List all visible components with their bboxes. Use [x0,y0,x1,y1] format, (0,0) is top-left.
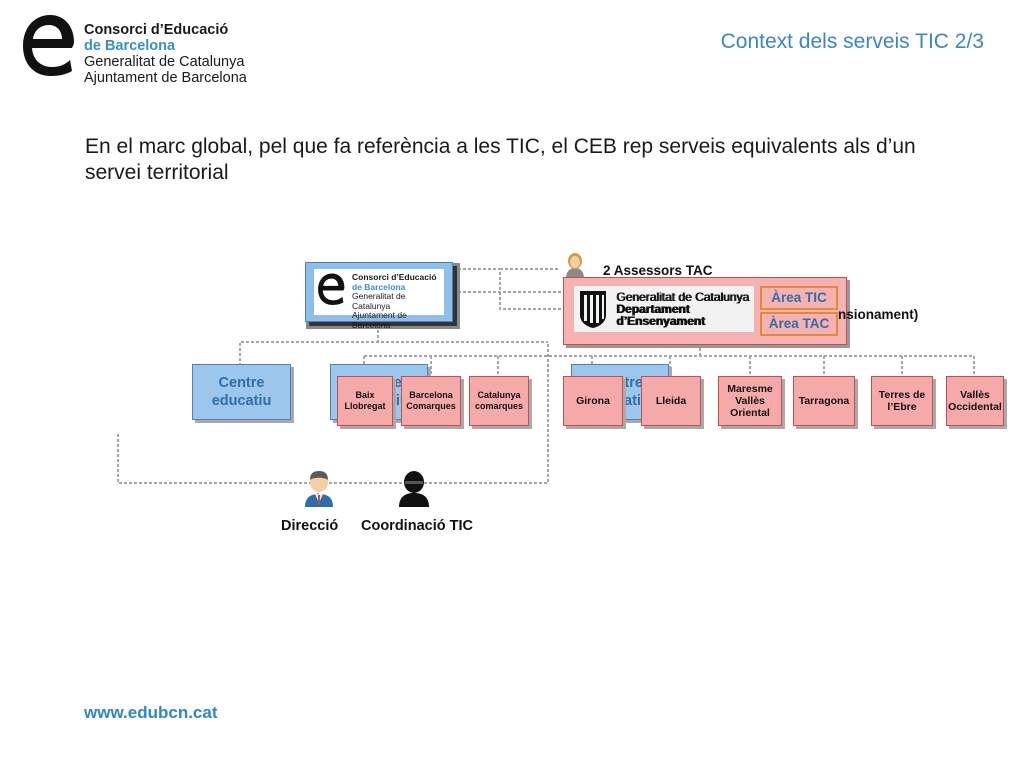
ceb-small-logo-icon [318,273,345,305]
logo-line-3: Generalitat de Catalunya [84,54,245,70]
ceb-box-inner: Consorci d’Educació de Barcelona General… [314,269,444,329]
direccio-label: Direcció [281,518,339,534]
territory-box: Baix Llobregat [337,376,393,426]
ceb-box-line-4: Ajuntament de Barcelona [352,310,407,330]
territory-box: Vallès Occidental [946,376,1004,426]
area-tic-box: Àrea TIC [760,286,838,310]
ceb-box-line-2: de Barcelona [352,281,406,292]
coordinacio-tic-label: Coordinació TIC [361,518,473,534]
logo-line-4: Ajuntament de Barcelona [84,70,247,86]
generalitat-shield-icon [580,291,606,328]
coordinator-person-icon [399,471,429,507]
territory-box: Catalunya comarques [469,376,529,426]
ceb-box: Consorci d’Educació de Barcelona General… [305,262,453,329]
logo-line-1: Consorci d’Educació [84,22,229,38]
ceb-box-line-3: Generalitat de Catalunya [352,291,406,311]
generalitat-box: Generalitat de Catalunya Departament d’E… [563,277,847,345]
territory-box: Tarragona [793,376,855,426]
generalitat-box-inner: Generalitat de Catalunya Departament d’E… [574,286,754,332]
ceb-logo-icon [23,15,74,76]
territory-box: Terres de l’Ebre [871,376,933,426]
area-tac-box: Àrea TAC [760,312,838,336]
territory-box: Maresme Vallès Oriental [718,376,782,426]
territory-box: Lleida [641,376,701,426]
ceb-box-line-1: Consorci d’Educació [352,272,437,282]
intro-text: En el marc global, pel que fa referència… [85,135,916,184]
director-person-icon [305,471,333,507]
assessors-label: 2 Assessors TAC [603,263,713,278]
territory-box: Barcelona Comarques [401,376,461,426]
territory-box: Girona [563,376,623,426]
generalitat-line-2: Departament [616,302,690,316]
slide-title: Context dels serveis TIC 2/3 [720,30,984,53]
header-logo-text: Consorci d’Educació de Barcelona General… [84,22,247,86]
female-person-icon [566,253,584,279]
centre-educatiu-box: Centre educatiu [192,364,291,420]
generalitat-box-text: Generalitat de Catalunya Departament d’E… [616,291,749,327]
generalitat-line-1: Generalitat de Catalunya [616,290,749,304]
footer-website-link[interactable]: www.edubcn.cat [84,703,218,722]
generalitat-line-3: d’Ensenyament [616,314,705,328]
ceb-box-text: Consorci d’Educació de Barcelona General… [352,272,444,330]
logo-line-2: de Barcelona [84,38,176,54]
dimensionament-label: nsionament) [838,307,919,322]
